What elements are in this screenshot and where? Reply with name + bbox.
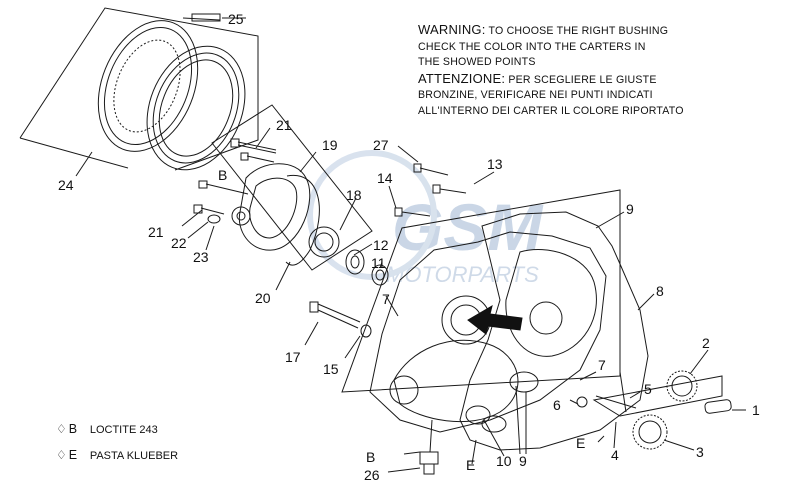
callout-6: 6	[553, 397, 561, 413]
callout-7-upper: 7	[382, 291, 390, 307]
callout-4: 4	[611, 447, 619, 463]
warning-note: WARNING: TO CHOOSE THE RIGHT BUSHING CHE…	[418, 22, 788, 119]
gear-shaft-group	[576, 370, 732, 450]
callout-19: 19	[322, 137, 338, 153]
callout-10: 9	[519, 453, 527, 469]
callout-26: 26	[364, 467, 380, 483]
callout-16: 17	[285, 349, 301, 365]
legend-key: B	[68, 422, 78, 436]
callout-22: 22	[171, 235, 187, 251]
warning-line-it-1: PER SCEGLIERE LE GIUSTE	[508, 73, 657, 86]
watermark-logo: GSM	[392, 190, 544, 264]
callout-8: 8	[656, 283, 664, 299]
callout-12: 11	[371, 255, 386, 271]
warning-line-it-3: ALL'INTERNO DEI CARTER IL COLORE RIPORTA…	[418, 104, 684, 117]
warning-line-en-2: CHECK THE COLOR INTO THE CARTERS IN	[418, 40, 646, 53]
legend-text: LOCTITE 243	[89, 424, 158, 436]
warning-line-en-1: TO CHOOSE THE RIGHT BUSHING	[488, 25, 669, 37]
legend-klueber: ♢E PASTA KLUEBER	[56, 448, 178, 462]
callout-25: 25	[228, 11, 244, 27]
callout-21-top: 21	[276, 117, 292, 133]
warning-title-en: WARNING:	[418, 22, 486, 37]
callout-b-upper: B	[218, 167, 227, 183]
callout-13: 12	[373, 237, 389, 253]
bolt-16-washer-17	[309, 301, 372, 338]
callout-15: 14	[377, 170, 393, 186]
callout-e-lower: E	[466, 457, 475, 473]
callout-3: 3	[696, 444, 704, 460]
callout-7-lower: 7	[598, 357, 606, 373]
crankcase-group	[341, 189, 649, 451]
water-pump-group	[193, 104, 467, 286]
callout-18: 18	[346, 187, 362, 203]
legend-loctite: ♢B LOCTITE 243	[56, 422, 158, 436]
callout-20: 20	[255, 290, 271, 306]
legend-text: PASTA KLUEBER	[89, 450, 179, 462]
callout-1: 1	[752, 402, 760, 418]
callout-17: 15	[323, 361, 339, 377]
callout-b-lower: B	[366, 449, 375, 465]
check-color-arrow	[467, 304, 523, 335]
warning-line-en-3: THE SHOWED POINTS	[418, 56, 536, 68]
callout-23: 23	[193, 249, 209, 265]
callout-5: 5	[644, 381, 652, 397]
clutch-cover-group	[19, 7, 259, 171]
warning-line-it-2: BRONZINE, VERIFICARE NEI PUNTI INDICATI	[418, 89, 653, 101]
sensor-26	[419, 451, 439, 475]
callout-e-right: E	[576, 435, 585, 451]
leader-lines	[75, 17, 746, 473]
callout-labels: 25 24 21 B 21 22 23 19 18 20 27 14 13 12…	[58, 11, 760, 483]
callout-14: 13	[487, 156, 503, 172]
drop-icon: ♢	[56, 448, 67, 462]
legend-key: E	[68, 448, 78, 462]
drop-icon: ♢	[56, 422, 67, 436]
callout-9: 9	[626, 201, 634, 217]
callout-24: 24	[58, 177, 74, 193]
callout-2: 2	[702, 335, 710, 351]
callout-27: 27	[373, 137, 389, 153]
warning-title-it: ATTENZIONE:	[418, 70, 506, 86]
callout-21-bottom: 21	[148, 224, 164, 240]
callout-11: 10	[496, 453, 512, 469]
